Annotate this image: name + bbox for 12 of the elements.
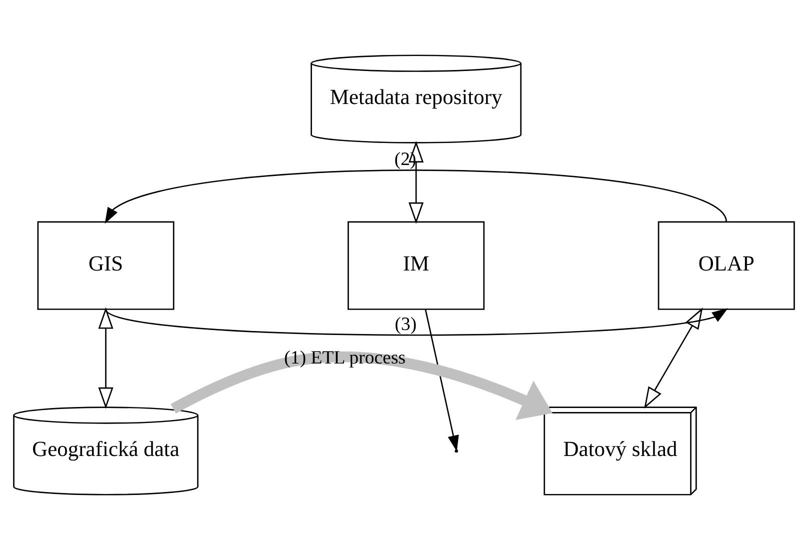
arrow [424, 308, 459, 452]
arrow [105, 308, 728, 336]
edge-label: (3) [394, 314, 417, 335]
arrow [408, 140, 424, 224]
node-box: GIS [37, 220, 174, 310]
arrow [98, 306, 114, 408]
edge-label: (2) [394, 148, 416, 170]
node-box: OLAP [658, 220, 795, 310]
arrow [644, 307, 703, 408]
edge-label: (1) ETL process [284, 346, 406, 368]
node-box: IM [348, 220, 485, 310]
arrow [170, 350, 553, 420]
